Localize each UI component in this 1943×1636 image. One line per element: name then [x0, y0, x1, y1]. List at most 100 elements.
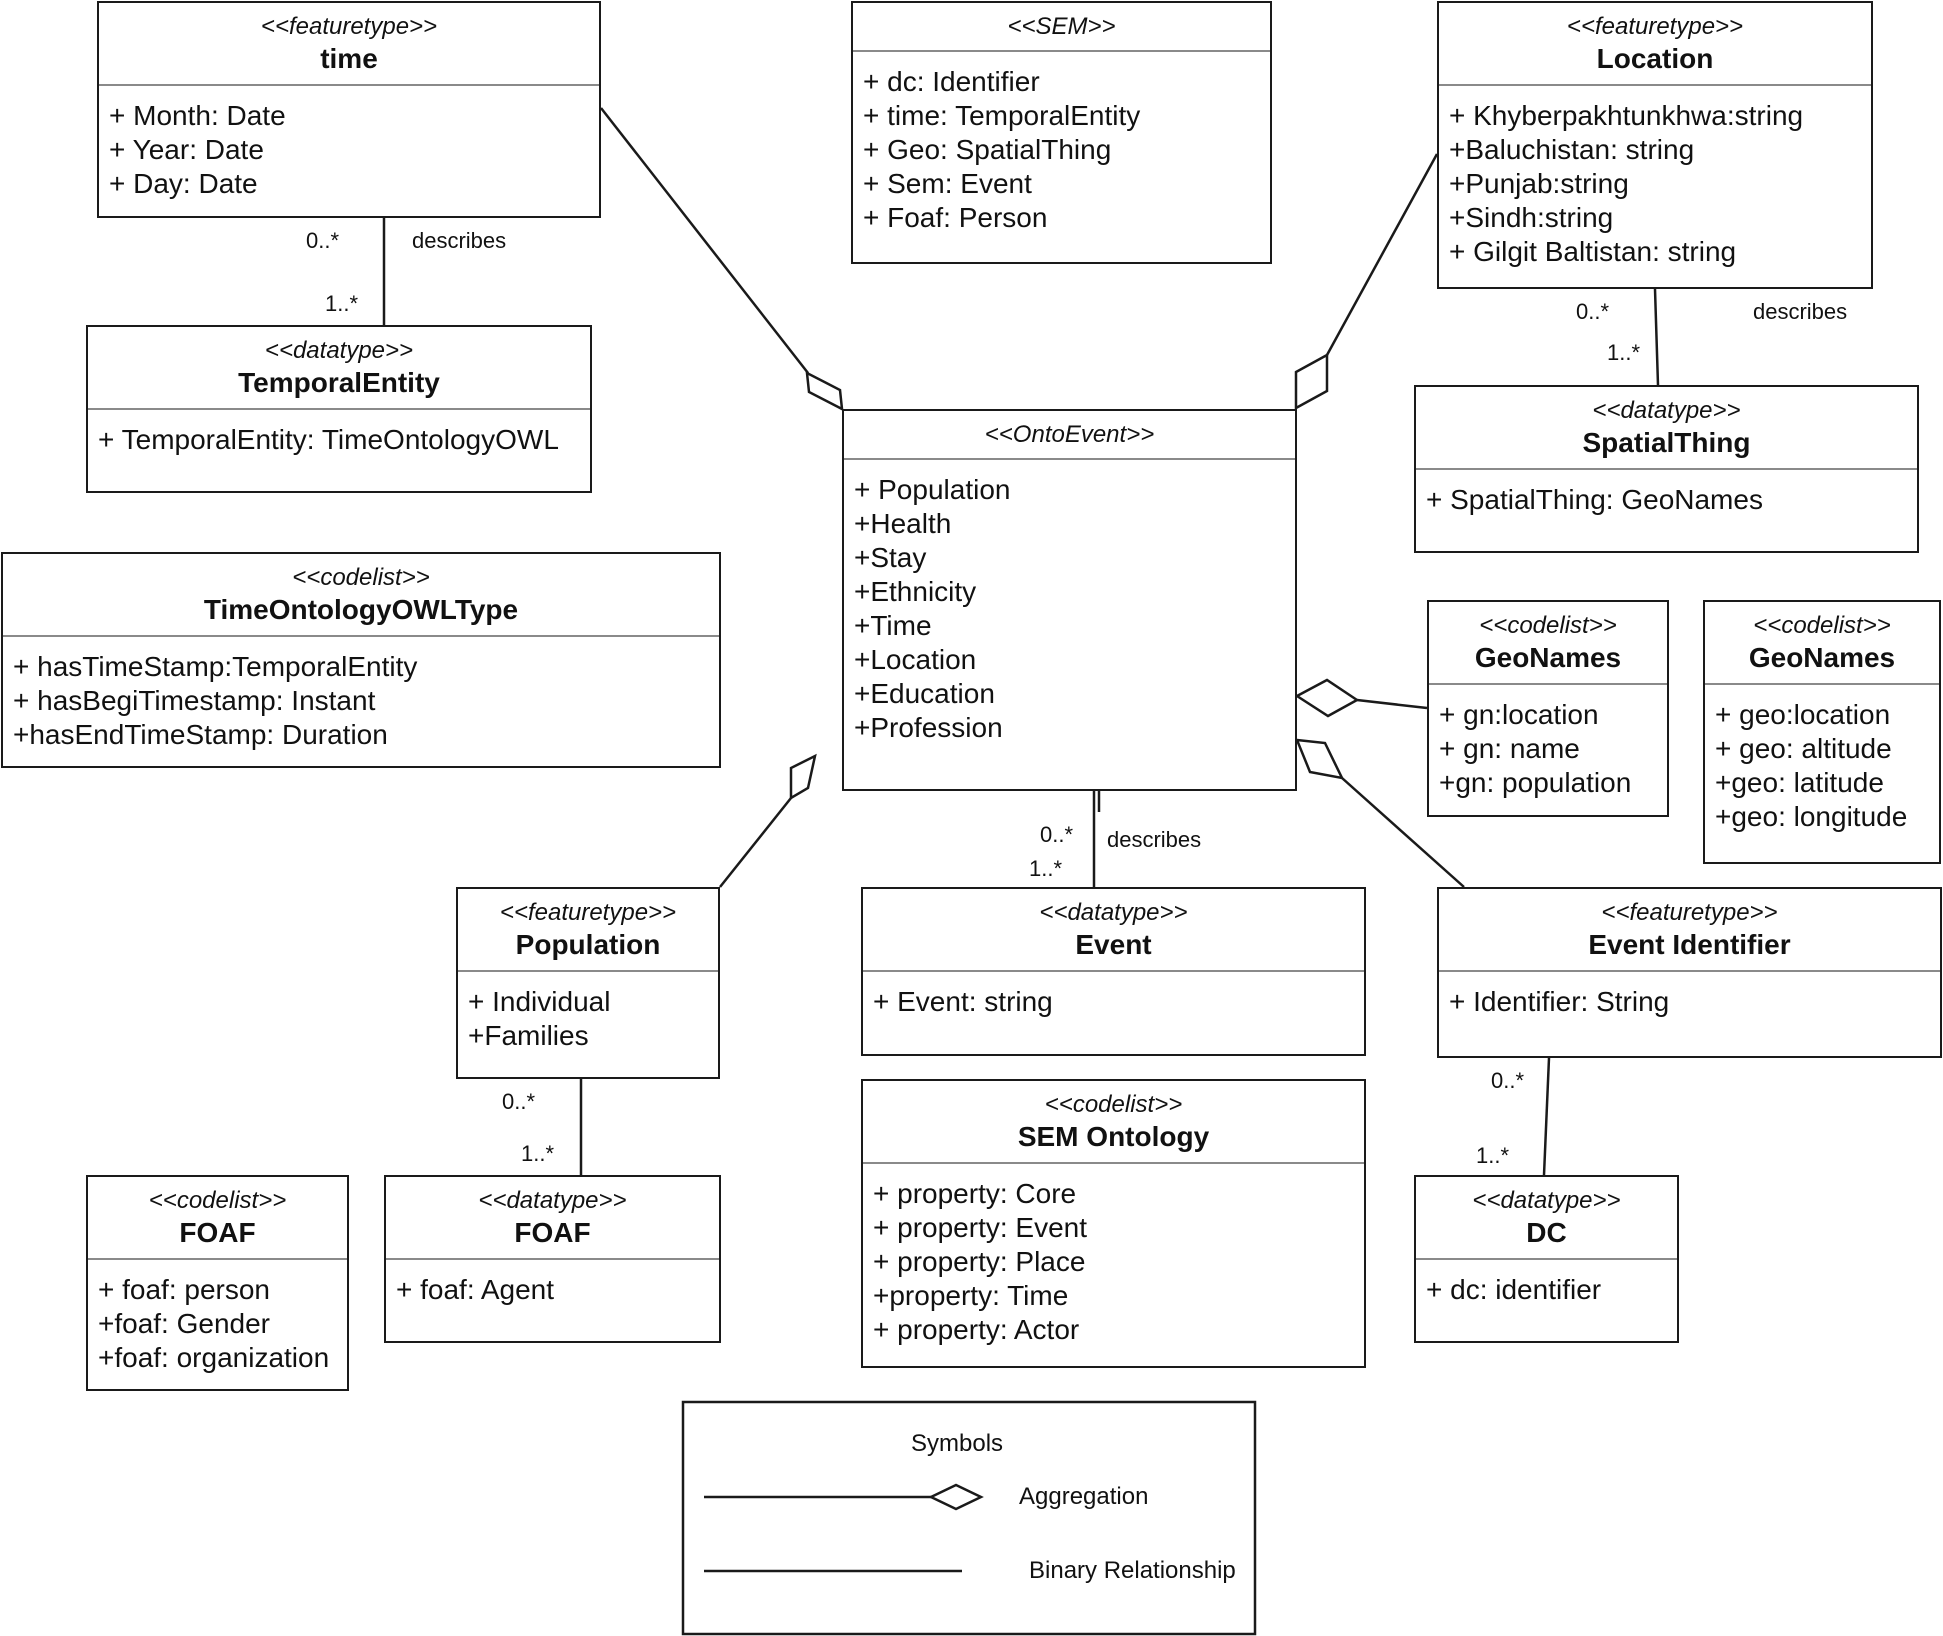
attribute: +Profession [854, 712, 1003, 743]
stereotype-label: <<featuretype>> [499, 899, 677, 926]
attribute: + Day: Date [109, 168, 258, 199]
attribute: + Foaf: Person [863, 202, 1048, 233]
class-name: Event Identifier [1588, 929, 1791, 960]
multiplicity-label: 1..* [1607, 340, 1641, 365]
attribute: + property: Place [873, 1246, 1086, 1277]
attribute: + dc: identifier [1426, 1274, 1602, 1305]
attribute: +Sindh:string [1449, 202, 1614, 233]
attribute-list: + TemporalEntity: TimeOntologyOWL [88, 410, 590, 465]
legend-aggregation-label: Aggregation [1019, 1483, 1149, 1510]
onto-event-class: <<OntoEvent>> + Population +Health +Stay… [842, 409, 1297, 791]
attribute-list: + Khyberpakhtunkhwa:string +Baluchistan:… [1439, 86, 1871, 277]
class-name: DC [1526, 1217, 1567, 1248]
attribute: + Gilgit Baltistan: string [1449, 236, 1737, 267]
multiplicity-label: 0..* [1040, 822, 1074, 847]
attribute: + Individual [468, 986, 611, 1017]
attribute: + Identifier: String [1449, 986, 1670, 1017]
attribute: + Event: string [873, 986, 1053, 1017]
stereotype-label: <<codelist>> [1044, 1091, 1183, 1118]
stereotype-label: <<datatype>> [1472, 1187, 1621, 1214]
class-name: SEM Ontology [1017, 1121, 1210, 1152]
class-header: <<SEM>> [853, 3, 1270, 52]
attribute: + TemporalEntity: TimeOntologyOWL [98, 424, 559, 455]
class-name: TimeOntologyOWLType [203, 594, 519, 625]
class-name: GeoNames [1748, 642, 1896, 673]
attribute: +foaf: organization [98, 1342, 330, 1373]
attribute-list: + dc: identifier [1416, 1260, 1677, 1315]
stereotype-label: <<datatype>> [478, 1187, 627, 1214]
attribute-list: + property: Core + property: Event + pro… [863, 1164, 1364, 1355]
attribute: + gn: name [1439, 733, 1580, 764]
class-header: <<codelist>> SEM Ontology [863, 1081, 1364, 1164]
dc-class: <<datatype>> DC + dc: identifier [1414, 1175, 1679, 1343]
sem-ontology-class: <<codelist>> SEM Ontology + property: Co… [861, 1079, 1366, 1368]
attribute-list: + gn:location + gn: name +gn: population [1429, 685, 1667, 808]
attribute: + hasTimeStamp:TemporalEntity [13, 651, 418, 682]
attribute: +Health [854, 508, 952, 539]
attribute: + hasBegiTimestamp: Instant [13, 685, 376, 716]
stereotype-label: <<SEM>> [1007, 13, 1116, 40]
attribute: + Year: Date [109, 134, 264, 165]
class-header: <<datatype>> FOAF [386, 1177, 719, 1260]
attribute: + Sem: Event [863, 168, 1032, 199]
multiplicity-label: 1..* [1476, 1143, 1510, 1168]
multiplicity-label: 0..* [306, 228, 340, 253]
temporal-entity-class: <<datatype>> TemporalEntity + TemporalEn… [86, 325, 592, 493]
class-header: <<OntoEvent>> [844, 411, 1295, 460]
location-spatial-line [1653, 288, 1660, 386]
spatial-thing-class: <<datatype>> SpatialThing + SpatialThing… [1414, 385, 1919, 553]
class-name: time [320, 43, 378, 74]
class-header: <<featuretype>> Population [458, 889, 718, 972]
geonames-gn-class: <<codelist>> GeoNames + gn:location + gn… [1427, 600, 1669, 817]
legend-aggregation-diamond [928, 1483, 984, 1511]
class-header: <<codelist>> FOAF [88, 1177, 347, 1260]
stereotype-label: <<featuretype>> [1601, 899, 1778, 926]
aggregation-diamond-population [789, 753, 817, 801]
location-class: <<featuretype>> Location + Khyberpakhtun… [1437, 1, 1873, 289]
attribute-list: + Population +Health +Stay +Ethnicity +T… [844, 460, 1295, 753]
stereotype-label: <<featuretype>> [1566, 13, 1744, 40]
attribute: +geo: latitude [1715, 767, 1884, 798]
class-header: <<codelist>> TimeOntologyOWLType [3, 554, 719, 637]
stereotype-label: <<codelist>> [1753, 612, 1891, 639]
class-name: SpatialThing [1582, 427, 1751, 458]
attribute: +Time [854, 610, 932, 641]
attribute: + gn:location [1439, 699, 1599, 730]
location-ontoevent-line [1325, 153, 1439, 356]
legend-title: Symbols [911, 1430, 1004, 1457]
association-label: describes [1107, 827, 1202, 852]
multiplicity-label: 0..* [1576, 299, 1610, 324]
event-identifier-class: <<featuretype>> Event Identifier + Ident… [1437, 887, 1942, 1058]
attribute: +Ethnicity [854, 576, 977, 607]
attribute-list: + Individual +Families [458, 972, 718, 1061]
attribute: +geo: longitude [1715, 801, 1908, 832]
attribute-list: + geo:location + geo: altitude +geo: lat… [1705, 685, 1939, 842]
stereotype-label: <<datatype>> [1039, 899, 1188, 926]
aggregation-diamond-geonames [1294, 678, 1360, 718]
class-header: <<datatype>> TemporalEntity [88, 327, 590, 410]
attribute: +Baluchistan: string [1449, 134, 1695, 165]
geonames-ontoevent-line [1356, 698, 1428, 710]
attribute-list: + foaf: person +foaf: Gender +foaf: orga… [88, 1260, 347, 1383]
time-ontoevent-line [600, 107, 809, 374]
aggregation-diamond-location [1294, 352, 1329, 411]
attribute: +hasEndTimeStamp: Duration [13, 719, 388, 750]
class-name: GeoNames [1474, 642, 1622, 673]
aggregation-diamond-identifier [1295, 738, 1345, 780]
attribute: + property: Event [873, 1212, 1088, 1243]
attribute: +gn: population [1439, 767, 1632, 798]
stereotype-label: <<datatype>> [264, 337, 414, 364]
class-header: <<datatype>> SpatialThing [1416, 387, 1917, 470]
class-header: <<codelist>> GeoNames [1705, 602, 1939, 685]
attribute: + time: TemporalEntity [863, 100, 1141, 131]
attribute: + geo: altitude [1715, 733, 1892, 764]
population-class: <<featuretype>> Population + Individual … [456, 887, 720, 1079]
attribute: + property: Core [873, 1178, 1077, 1209]
foaf-codelist-class: <<codelist>> FOAF + foaf: person +foaf: … [86, 1175, 349, 1391]
class-header: <<codelist>> GeoNames [1429, 602, 1667, 685]
stereotype-label: <<codelist>> [292, 564, 430, 591]
multiplicity-label: 0..* [1491, 1068, 1525, 1093]
attribute-list: + SpatialThing: GeoNames [1416, 470, 1917, 525]
class-name: Population [515, 929, 661, 960]
multiplicity-label: 0..* [502, 1089, 536, 1114]
